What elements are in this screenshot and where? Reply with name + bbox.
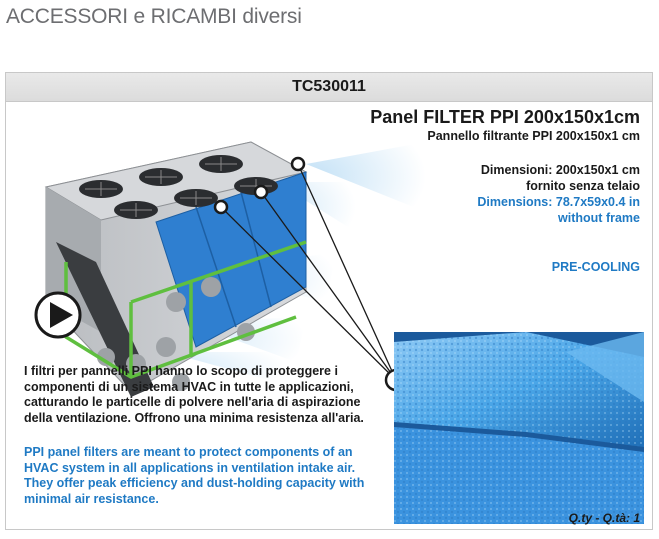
callout-lines bbox=[220, 163, 397, 381]
product-title-it: Pannello filtrante PPI 200x150x1 cm bbox=[427, 129, 640, 143]
product-illustration bbox=[34, 141, 644, 524]
description-en: PPI panel filters are meant to protect c… bbox=[24, 445, 365, 506]
product-card: TC530011 bbox=[5, 72, 653, 530]
quantity-label: Q.ty - Q.tà: 1 bbox=[568, 511, 640, 525]
frame-note-en: without frame bbox=[558, 211, 640, 225]
filter-foam-photo bbox=[394, 332, 644, 524]
dimensions-it: Dimensioni: 200x150x1 cm bbox=[480, 163, 640, 177]
dimensions-en: Dimensions: 78.7x59x0.4 in bbox=[477, 195, 640, 209]
pre-cooling-tag: PRE-COOLING bbox=[551, 260, 640, 274]
product-title-en: Panel FILTER PPI 200x150x1cm bbox=[370, 107, 640, 127]
frame-note-it: fornito senza telaio bbox=[526, 179, 640, 193]
description-it: I filtri per pannelli PPI hanno lo scopo… bbox=[24, 364, 364, 425]
product-code-bar: TC530011 bbox=[6, 73, 652, 102]
product-code: TC530011 bbox=[292, 78, 366, 95]
play-icon[interactable] bbox=[34, 291, 82, 339]
section-title: ACCESSORI e RICAMBI diversi bbox=[6, 5, 302, 28]
